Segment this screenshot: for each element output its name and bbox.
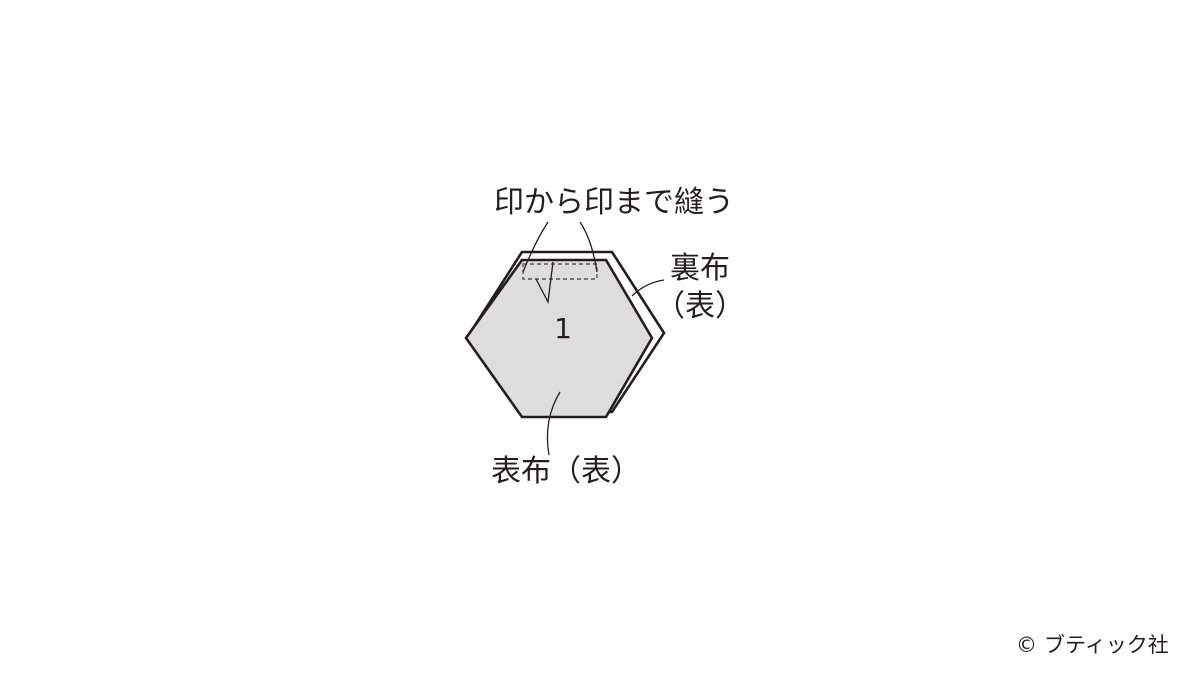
seam-mark bbox=[535, 261, 554, 305]
front-fabric-hexagon bbox=[464, 258, 654, 419]
back-fabric-label: 裏布 bbox=[670, 251, 730, 286]
front-fabric-label: 表布（表） bbox=[491, 454, 641, 489]
back-fabric-leader bbox=[631, 279, 665, 297]
back-fabric-label-side: （表） bbox=[655, 289, 745, 324]
sew-leader-right bbox=[579, 221, 598, 273]
copyright-text: ブティック社 bbox=[1044, 633, 1169, 657]
sew-instruction-label: 印から印まで縫う bbox=[494, 185, 734, 220]
piece-number: 1 bbox=[554, 312, 572, 345]
copyright-symbol-icon: © bbox=[1016, 633, 1037, 657]
front-fabric-leader bbox=[546, 391, 561, 456]
sew-leader-left bbox=[522, 221, 549, 273]
copyright-mark: © ブティック社 bbox=[1016, 633, 1169, 657]
